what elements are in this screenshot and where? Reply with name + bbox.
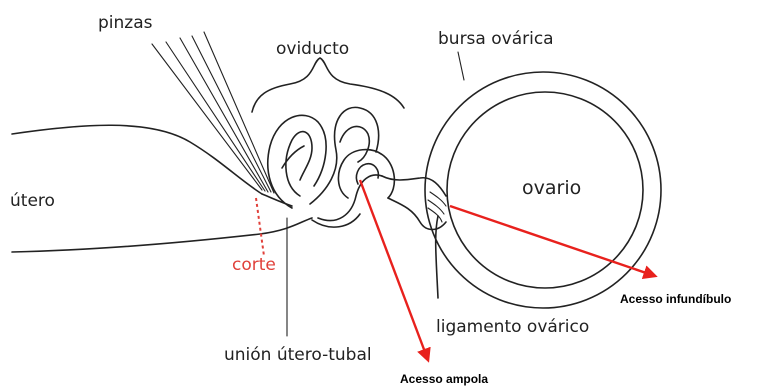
label-ligamento-ovarico: ligamento ovárico: [436, 317, 589, 337]
label-union-utero-tubal: unión útero-tubal: [224, 345, 372, 365]
bursa-leader-line: [458, 52, 464, 80]
label-pinzas: pinzas: [98, 13, 153, 33]
label-ovario: ovario: [522, 177, 581, 199]
label-bursa-ovarica: bursa ovárica: [438, 29, 554, 49]
cut-line: [256, 198, 264, 256]
label-acesso-infundibulo: Acesso infundíbulo: [620, 292, 731, 306]
label-utero: útero: [10, 191, 55, 211]
forceps-lines: [152, 32, 274, 193]
ampulla-access-arrow: [360, 180, 428, 360]
oviduct-coils: [268, 107, 446, 229]
label-acesso-ampola: Acesso ampola: [400, 372, 488, 386]
infundibulum-access-arrow: [450, 206, 655, 276]
uterus-outline: [12, 125, 312, 252]
label-corte: corte: [232, 255, 276, 275]
oviduct-bracket: [252, 58, 404, 112]
label-oviducto: oviducto: [276, 39, 349, 59]
